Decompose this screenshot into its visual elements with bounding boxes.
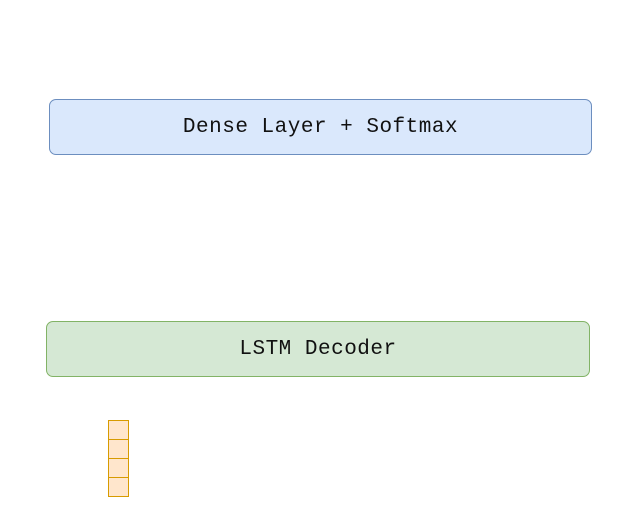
vector-cell	[108, 420, 129, 440]
lstm-decoder-label: LSTM Decoder	[239, 337, 397, 361]
lstm-decoder-block: LSTM Decoder	[46, 321, 590, 377]
dense-softmax-layer-block: Dense Layer + Softmax	[49, 99, 592, 155]
dense-softmax-layer-label: Dense Layer + Softmax	[182, 115, 459, 139]
vector-cell	[108, 458, 129, 478]
vector-cell	[108, 477, 129, 497]
vector-cell	[108, 439, 129, 459]
input-vector	[108, 420, 129, 497]
